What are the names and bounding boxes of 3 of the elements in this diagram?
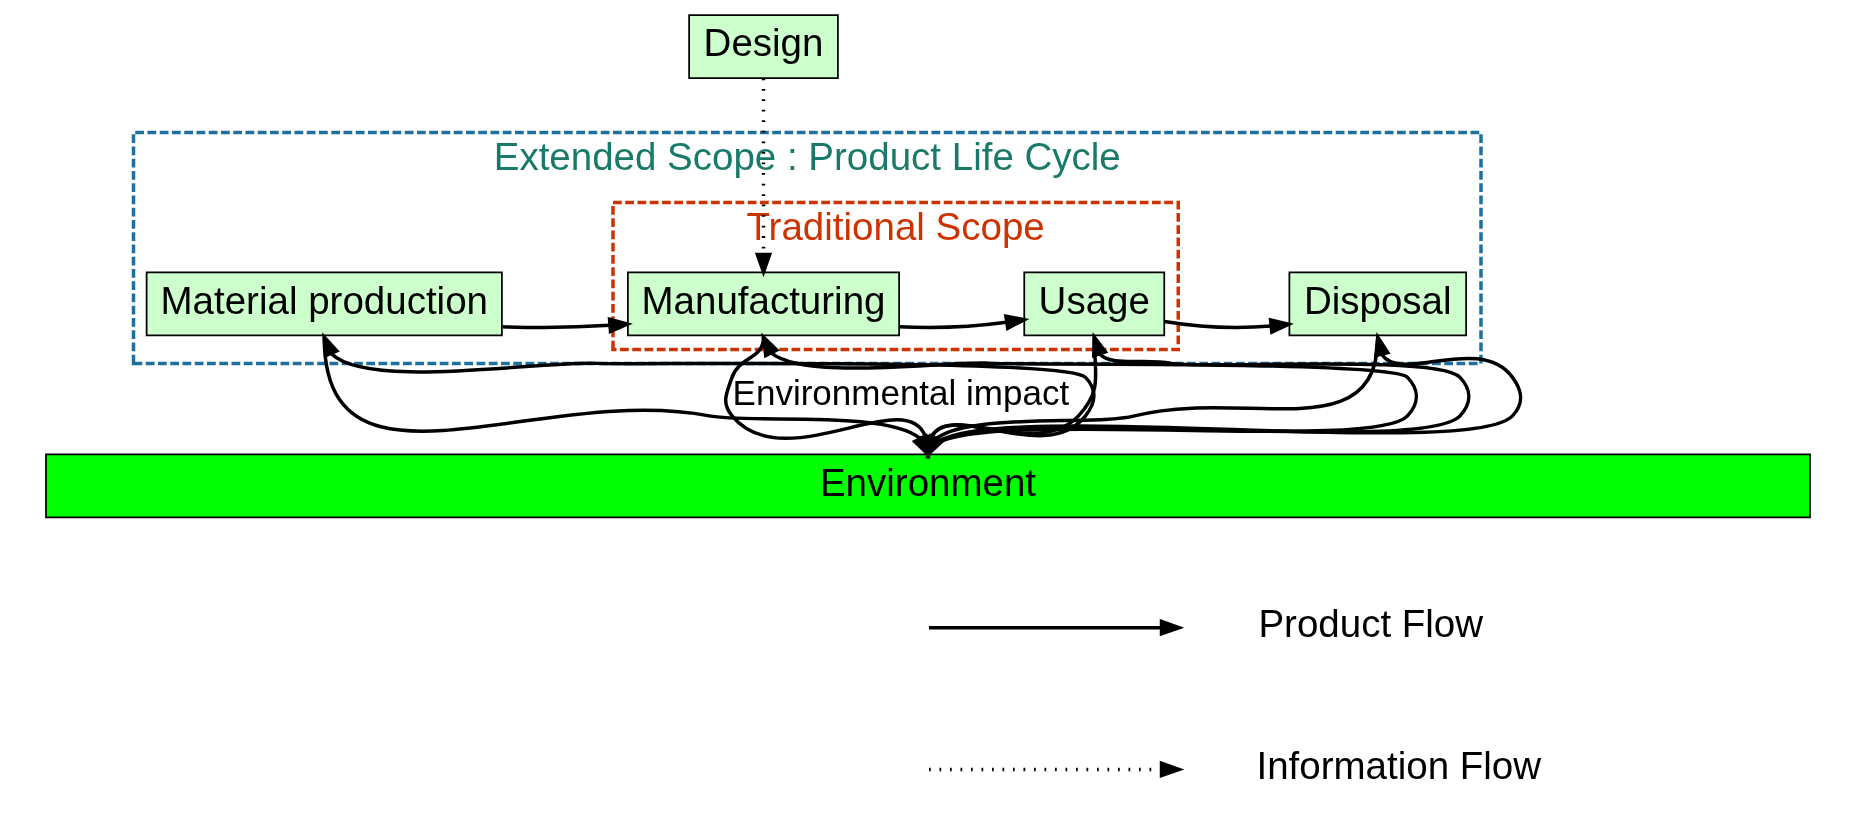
- edge-label: Environmental impact: [732, 373, 1070, 413]
- legend-label: Information Flow: [1256, 744, 1542, 788]
- legend-label: Product Flow: [1258, 602, 1484, 646]
